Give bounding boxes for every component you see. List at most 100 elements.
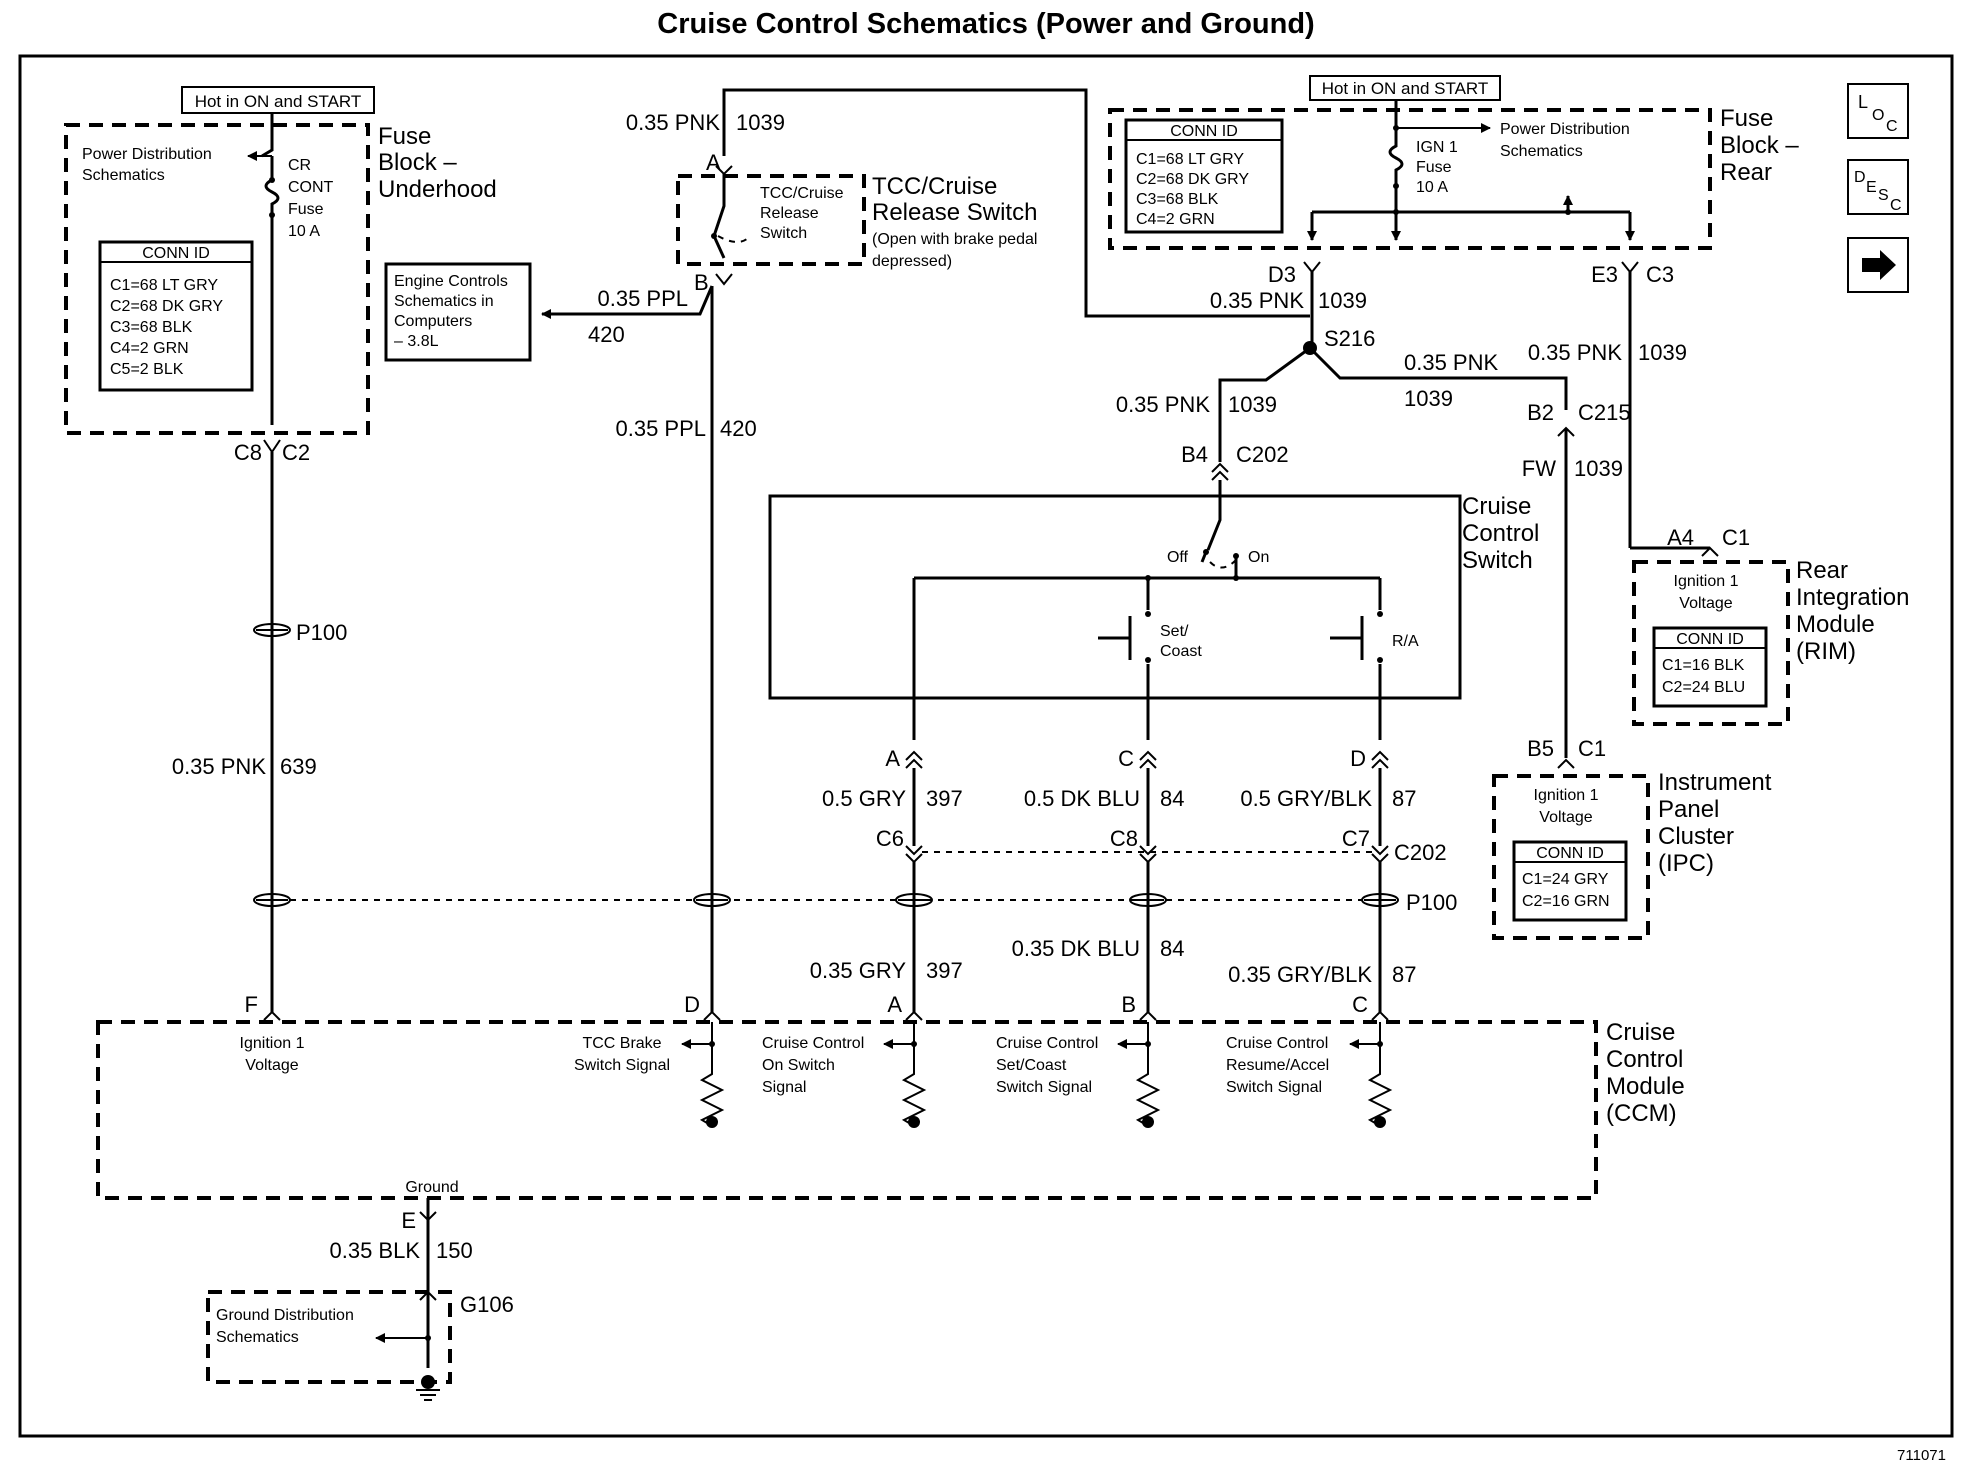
sw-pin-a: A (885, 746, 900, 771)
ccm-set-1: Cruise Control (996, 1035, 1098, 1052)
blk150-num: 150 (436, 1238, 473, 1263)
dkblu84b-num: 84 (1160, 936, 1184, 961)
b5-label: B5 (1527, 736, 1554, 761)
tcc-name-2: Release Switch (872, 199, 1037, 226)
right-conn-title: CONN ID (1170, 123, 1238, 140)
rear-num: 1039 (1638, 340, 1687, 365)
ppl420-gauge: 0.35 PPL (597, 286, 688, 311)
left-hot-label-box (181, 86, 375, 114)
ign1-label-1: IGN 1 (1416, 139, 1458, 156)
right-conn-row-1: C1=68 LT GRY (1136, 151, 1244, 168)
rim-name-2: Integration (1796, 584, 1909, 611)
ipc-inner-1: Ignition 1 (1534, 787, 1599, 804)
p100-left-top (253, 623, 291, 637)
gry397b-num: 397 (926, 958, 963, 983)
c8-label: C8 (1110, 826, 1138, 851)
ipc-name-2: Panel (1658, 796, 1719, 823)
ppl420-v-gauge: 0.35 PPL (615, 416, 706, 441)
gry397-gauge: 0.5 GRY (822, 786, 906, 811)
sw-pin-c: C (1118, 746, 1134, 771)
left-power-dist-2: Schematics (82, 167, 165, 184)
cr-cont-fuse (264, 156, 280, 425)
ccm-set-2: Set/Coast (996, 1057, 1067, 1074)
rim-name-3: Module (1796, 611, 1875, 638)
ccm-name-4: (CCM) (1606, 1100, 1677, 1127)
ccm-on-1: Cruise Control (762, 1035, 864, 1052)
ccm-name-2: Control (1606, 1046, 1683, 1073)
ccm-input-set (1117, 1022, 1161, 1128)
cr-cont-label-1: CR (288, 157, 311, 174)
svg-text:S: S (1878, 187, 1889, 204)
ccm-input-tcc (681, 1022, 725, 1128)
right-pin-c3: C3 (1646, 262, 1674, 287)
grybl87b-num: 87 (1392, 962, 1416, 987)
ra-label: R/A (1392, 633, 1419, 650)
rear-gauge: 0.35 PNK (1528, 340, 1622, 365)
right-block-name-3: Rear (1720, 159, 1772, 186)
wire-pnk-1039-top (722, 88, 1310, 318)
ccm-pin-b: B (1121, 992, 1136, 1017)
fw-gauge: FW (1522, 456, 1556, 481)
left-power-dist-1: Power Distribution (82, 146, 212, 163)
right-branch-num: 1039 (1404, 386, 1453, 411)
cruise-switch-name-1: Cruise (1462, 493, 1531, 520)
ccm-ground-label: Ground (405, 1179, 458, 1196)
b4-label: B4 (1181, 442, 1208, 467)
rim-conn-row-1: C1=16 BLK (1662, 657, 1745, 674)
ccm-name-3: Module (1606, 1073, 1685, 1100)
ipc-name-1: Instrument (1658, 769, 1772, 796)
ccm-pin-f: F (245, 992, 258, 1017)
cr-cont-label-2: CONT (288, 179, 334, 196)
splice-label: S216 (1324, 326, 1375, 351)
desc-icon[interactable]: D E S C (1847, 159, 1909, 215)
engine-box-4: – 3.8L (394, 333, 439, 350)
ign1-fuse (1388, 128, 1404, 212)
wire-pnk-1039-right (1308, 346, 1568, 410)
ground-icon (416, 1375, 440, 1401)
g106-label: G106 (460, 1292, 514, 1317)
right-power-dist-1: Power Distribution (1500, 121, 1630, 138)
right-conn-id-box (1124, 118, 1284, 234)
pnk639-gauge: 0.35 PNK (172, 754, 266, 779)
loc-icon[interactable]: L O C (1847, 83, 1909, 139)
tcc-name-1: TCC/Cruise (872, 173, 997, 200)
c202b-label: C202 (1394, 840, 1447, 865)
p100-bottom-label: P100 (1406, 890, 1457, 915)
rim-conn-title: CONN ID (1676, 631, 1744, 648)
p100-connectors (253, 893, 1399, 907)
right-conn-row-4: C4=2 GRN (1136, 211, 1215, 228)
tcc-pin-a: A (706, 150, 721, 175)
ppl420-v-num: 420 (720, 416, 757, 441)
right-power-dist-2: Schematics (1500, 143, 1583, 160)
cruise-on-label: On (1248, 549, 1269, 566)
ipc-name-3: Cluster (1658, 823, 1734, 850)
left-hot-label: Hot in ON and START (195, 92, 362, 111)
right-block-name-2: Block – (1720, 132, 1799, 159)
ccm-pin-c: C (1352, 992, 1368, 1017)
rim-conn-row-2: C2=24 BLU (1662, 679, 1745, 696)
ipc-inner-2: Voltage (1539, 809, 1592, 826)
left-pin-c8: C8 (234, 440, 262, 465)
pnk639-num: 639 (280, 754, 317, 779)
tcc-pin-b: B (694, 270, 709, 295)
cr-cont-label-3: Fuse (288, 201, 324, 218)
ccm-set-3: Switch Signal (996, 1079, 1092, 1096)
figure-id: 711071 (1897, 1447, 1946, 1464)
ccm-pin-a: A (887, 992, 902, 1017)
sw-pin-d: D (1350, 746, 1366, 771)
left-conn-id-box (98, 240, 254, 392)
c6-label: C6 (876, 826, 904, 851)
right-arrow-icon[interactable] (1847, 237, 1909, 293)
left-pin-c2: C2 (282, 440, 310, 465)
gry397-num: 397 (926, 786, 963, 811)
left-conn-row-3: C3=68 BLK (110, 319, 193, 336)
tcc-inner-3: Switch (760, 225, 807, 242)
ccm-input-resume (1349, 1022, 1393, 1128)
blk150-gauge: 0.35 BLK (329, 1238, 420, 1263)
gry397b-gauge: 0.35 GRY (810, 958, 907, 983)
svg-text:L: L (1858, 92, 1868, 112)
rim-name-1: Rear (1796, 557, 1848, 584)
dkblu84b-gauge: 0.35 DK BLU (1012, 936, 1140, 961)
ccm-pin-e: E (401, 1208, 416, 1233)
right-pin-d3: D3 (1268, 262, 1296, 287)
